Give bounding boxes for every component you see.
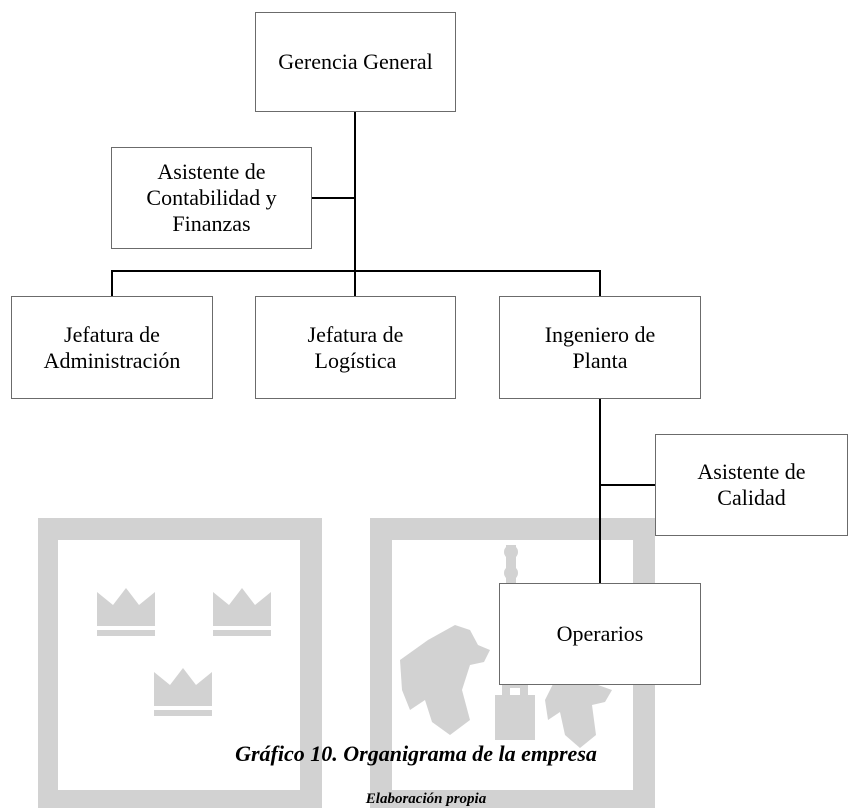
node-jefatura-logistica: Jefatura de Logística [255,296,456,399]
connector-planta-trunk [599,399,601,583]
connector-drop-logistica [354,270,356,297]
node-gerencia-general: Gerencia General [255,12,456,112]
connector-drop-planta [599,270,601,297]
wolf-icon [400,625,490,735]
node-asistente-contabilidad: Asistente de Contabilidad y Finanzas [111,147,312,249]
figure-source: Elaboración propia [365,791,487,807]
node-operarios: Operarios [499,583,701,685]
connector-asistente-calidad [599,484,656,486]
connector-drop-admin [111,270,113,297]
connector-horizontal-bar [111,270,601,272]
connector-asistente-contabilidad [311,197,356,199]
crown-icon [213,588,271,636]
node-ingeniero-planta: Ingeniero de Planta [499,296,701,399]
wolf-icon [545,670,612,748]
figure-caption: Gráfico 10. Organigrama de la empresa [235,741,597,766]
padlock-icon [495,680,535,740]
connector-gerencia-trunk [354,112,356,271]
node-asistente-calidad: Asistente de Calidad [655,434,848,536]
crown-icon [97,588,155,636]
node-jefatura-administracion: Jefatura de Administración [11,296,213,399]
crown-icon [154,668,212,716]
